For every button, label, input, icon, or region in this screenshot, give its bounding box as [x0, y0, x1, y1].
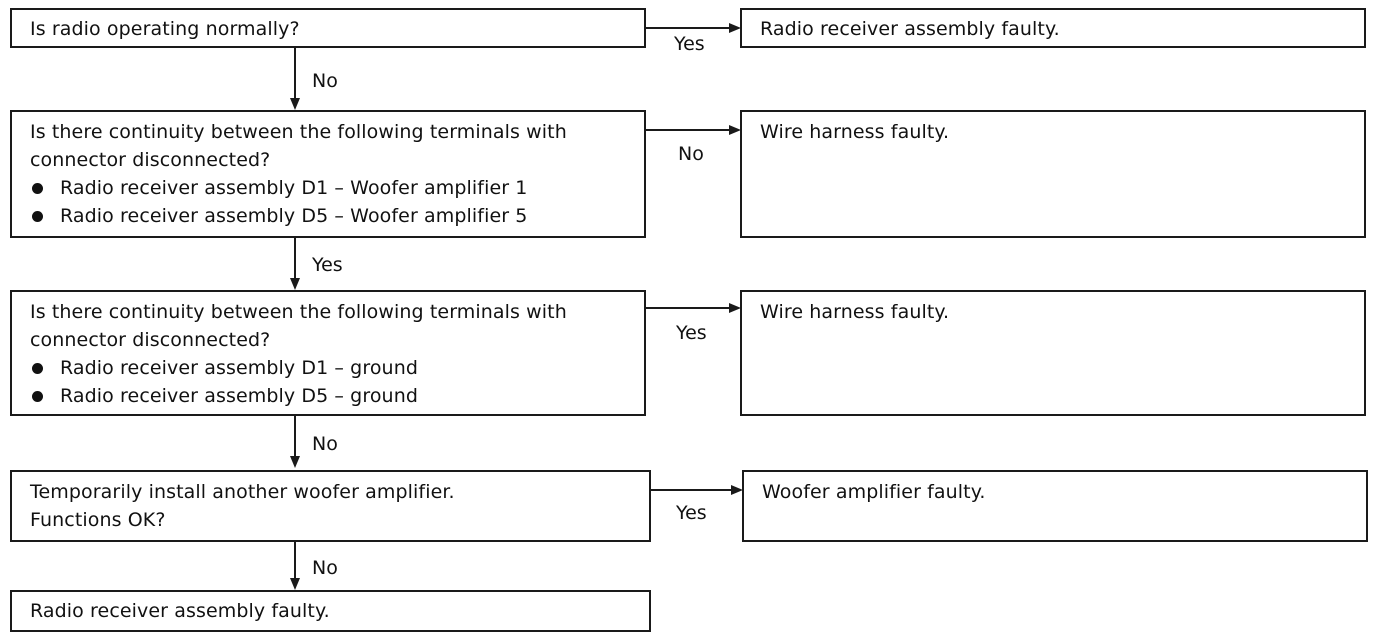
result-text: Wire harness faulty. — [760, 301, 950, 323]
result-box-wire-harness-faulty: Wire harness faulty. — [740, 110, 1366, 238]
result-box-radio-receiver-faulty: Radio receiver assembly faulty. — [740, 8, 1366, 48]
question-line: Is there continuity between the followin… — [30, 121, 567, 143]
yes-label: Yes — [676, 322, 707, 344]
question-box-radio-operation: Is radio operating normally? — [10, 8, 646, 48]
bullet-item: Radio receiver assembly D1 – ground — [30, 354, 628, 382]
bullet-icon — [32, 391, 43, 402]
question-box-continuity-woofer: Is there continuity between the followin… — [10, 110, 646, 238]
result-box-woofer-amplifier-faulty: Woofer amplifier faulty. — [742, 470, 1368, 542]
no-label: No — [678, 143, 704, 165]
bullet-icon — [32, 363, 43, 374]
bullet-item: Radio receiver assembly D1 – Woofer ampl… — [30, 174, 628, 202]
result-text: Radio receiver assembly faulty. — [760, 18, 1060, 40]
yes-label: Yes — [674, 33, 705, 55]
no-label: No — [312, 557, 338, 579]
bullet-item: Radio receiver assembly D5 – Woofer ampl… — [30, 202, 628, 230]
question-line: Is there continuity between the followin… — [30, 301, 567, 323]
final-result-box: Radio receiver assembly faulty. — [10, 590, 651, 632]
result-box-wire-harness-faulty: Wire harness faulty. — [740, 290, 1366, 416]
question-line: Functions OK? — [30, 509, 166, 531]
bullet-text: Radio receiver assembly D1 – Woofer ampl… — [60, 177, 528, 199]
bullet-icon — [32, 211, 43, 222]
result-text: Woofer amplifier faulty. — [762, 481, 986, 503]
bullet-text: Radio receiver assembly D1 – ground — [60, 357, 418, 379]
result-text: Wire harness faulty. — [760, 121, 950, 143]
final-result-text: Radio receiver assembly faulty. — [30, 600, 330, 622]
no-label: No — [312, 70, 338, 92]
question-line: connector disconnected? — [30, 149, 271, 171]
bullet-text: Radio receiver assembly D5 – ground — [60, 385, 418, 407]
bullet-text: Radio receiver assembly D5 – Woofer ampl… — [60, 205, 528, 227]
question-line: connector disconnected? — [30, 329, 271, 351]
question-text: Is radio operating normally? — [30, 18, 300, 40]
question-line: Temporarily install another woofer ampli… — [30, 481, 455, 503]
question-box-continuity-ground: Is there continuity between the followin… — [10, 290, 646, 416]
no-label: No — [312, 433, 338, 455]
yes-label: Yes — [312, 254, 343, 276]
bullet-icon — [32, 183, 43, 194]
question-box-substitute-woofer: Temporarily install another woofer ampli… — [10, 470, 651, 542]
bullet-item: Radio receiver assembly D5 – ground — [30, 382, 628, 410]
yes-label: Yes — [676, 502, 707, 524]
